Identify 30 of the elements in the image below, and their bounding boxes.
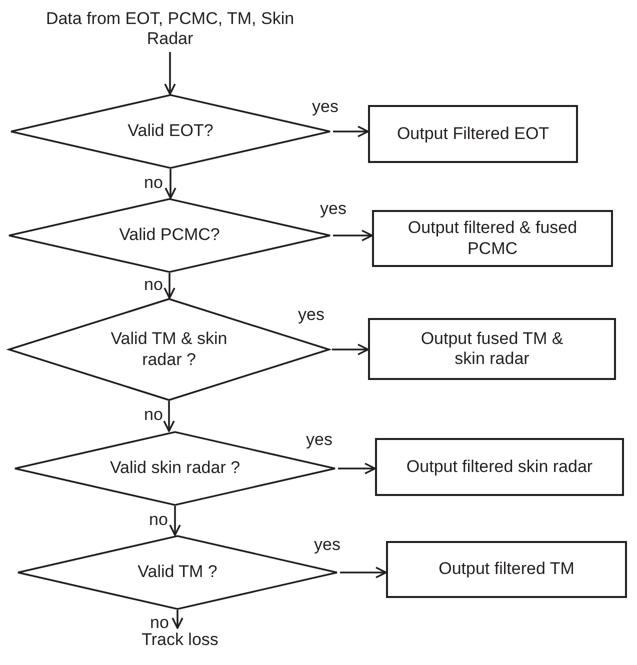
arrow (338, 462, 376, 474)
node-text: Valid TM ? (136, 562, 218, 583)
node-text: Valid EOT? (126, 121, 214, 142)
decision-diamond (14, 431, 336, 506)
arrow (340, 566, 387, 578)
arrow (332, 344, 369, 356)
process-box (375, 438, 624, 496)
process-box (386, 541, 627, 598)
decision-diamond (17, 535, 338, 610)
arrow (164, 169, 176, 199)
arrow (163, 401, 175, 432)
node-text: Output filtered & fused PCMC (406, 218, 578, 259)
process-box (368, 105, 578, 163)
node-text: Valid TM & skin radar ? (110, 329, 228, 370)
process-box (372, 210, 613, 267)
node-text: Valid PCMC? (118, 225, 221, 246)
node-text: Output filtered skin radar (405, 456, 594, 478)
arrow (164, 273, 176, 299)
arrow (333, 126, 369, 138)
decision-diamond (8, 298, 330, 401)
arrow (333, 230, 373, 242)
arrow (172, 610, 184, 629)
process-box (368, 318, 616, 380)
arrow (164, 52, 176, 95)
node-text: Output filtered TM (438, 559, 576, 580)
node-text: Valid skin radar ? (108, 458, 242, 479)
node-text: Data from EOT, PCMC, TM, Skin Radar (44, 8, 296, 50)
node-text: Output Filtered EOT (396, 124, 550, 144)
node-text: Output fused TM & skin radar (420, 328, 564, 370)
arrow (169, 506, 181, 536)
